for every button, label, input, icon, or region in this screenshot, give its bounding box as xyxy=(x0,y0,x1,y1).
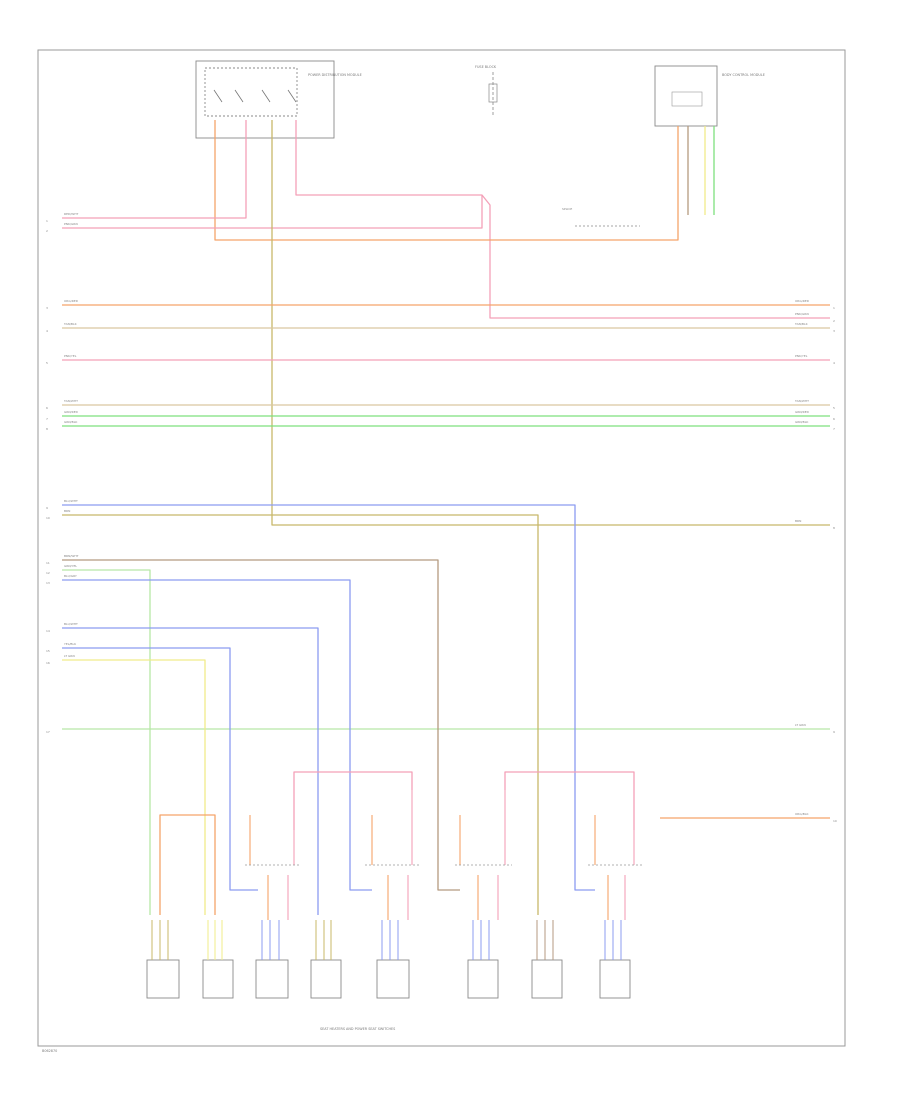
right-wire-label: ORG/BLK xyxy=(795,812,810,816)
wire-blue-c xyxy=(62,627,319,915)
switch-cluster-4 xyxy=(588,815,642,920)
wire-orange-fuse xyxy=(214,120,679,241)
left-wire-label: LT GRN xyxy=(64,654,75,658)
top-center-fuse-label: FUSE BLOCK xyxy=(475,65,497,69)
left-wire-label: BLU/WHT xyxy=(64,622,78,626)
right-terminal-number: 9 xyxy=(833,730,835,734)
wire-pink-feed xyxy=(295,120,830,319)
right-wire-label: ORG/RED xyxy=(795,299,810,303)
left-terminal-number: 15 xyxy=(46,649,50,653)
right-wire-label: LT GRN xyxy=(795,723,806,727)
left-wire-label: PNK/YEL xyxy=(64,354,77,358)
wire-orange-switch xyxy=(159,814,216,915)
wire-blue-b xyxy=(62,579,372,891)
bottom-connectors xyxy=(146,920,631,999)
wire-green-c xyxy=(62,569,151,915)
left-wire-label: GRN/YEL xyxy=(64,564,77,568)
right-wire-label: GRN/BLK xyxy=(795,420,809,424)
left-terminal-number: 10 xyxy=(46,516,50,520)
wire-pink-left xyxy=(62,120,247,219)
left-wire-label: RED/WHT xyxy=(64,212,79,216)
right-terminals: 1 2 3 4 5 6 7 8 9 10 xyxy=(833,306,837,823)
wire-blue-d xyxy=(62,647,258,891)
right-terminal-number: 10 xyxy=(833,819,837,823)
right-wire-label: GRN/RED xyxy=(795,410,810,414)
switch-cluster-2 xyxy=(365,790,420,920)
right-wire-label: PNK/YEL xyxy=(795,354,808,358)
left-wire-label: BLU/GRY xyxy=(64,574,77,578)
left-terminal-number: 17 xyxy=(46,730,50,734)
splice-label: SPLICE xyxy=(562,207,572,211)
top-left-module-label: POWER DISTRIBUTION MODULE xyxy=(308,73,362,77)
left-terminal-number: 16 xyxy=(46,661,50,665)
left-terminal-number: 11 xyxy=(46,561,50,565)
left-wire-label: TAN/WHT xyxy=(63,399,78,403)
top-center-fuse: FUSE BLOCK xyxy=(475,65,498,116)
top-left-module: POWER DISTRIBUTION MODULE xyxy=(195,60,362,139)
left-terminal-number: 6 xyxy=(46,406,48,410)
wire-pink-bridge-2 xyxy=(504,771,635,830)
left-terminal-number: 2 xyxy=(46,229,48,233)
wire-olive-main xyxy=(271,120,830,526)
right-wire-label: PNK/GRN xyxy=(795,312,809,316)
left-wire-label: BRN/WHT xyxy=(64,554,79,558)
top-right-module: BODY CONTROL MODULE xyxy=(654,65,765,127)
wire-blue-a xyxy=(62,504,595,891)
left-wire-label: BLU/WHT xyxy=(64,499,78,503)
diagram-frame xyxy=(37,49,846,1047)
left-terminal-number: 3 xyxy=(46,306,48,310)
right-terminal-number: 2 xyxy=(833,319,835,323)
right-terminal-number: 1 xyxy=(833,306,835,310)
right-terminal-number: 5 xyxy=(833,406,835,410)
wire-brown xyxy=(62,559,460,891)
right-terminal-number: 4 xyxy=(833,361,835,365)
left-wire-label: PNK/GRN xyxy=(64,222,78,226)
left-wire-labels: RED/WHT PNK/GRN ORG/RED TAN/BLK PNK/YEL TAN/W… xyxy=(63,212,79,658)
right-wire-label: TAN/WHT xyxy=(794,399,809,403)
left-wire-label: GRN/RED xyxy=(64,410,79,414)
left-terminal-number: 12 xyxy=(46,571,50,575)
right-wire-label: TAN/BLK xyxy=(794,322,809,326)
left-terminal-number: 9 xyxy=(46,506,48,510)
right-terminal-number: 6 xyxy=(833,417,835,421)
switch-cluster-3 xyxy=(455,790,512,920)
left-terminal-number: 5 xyxy=(46,361,48,365)
left-terminal-number: 8 xyxy=(46,427,48,431)
right-wire-label: BRN xyxy=(795,519,801,523)
left-terminal-number: 7 xyxy=(46,417,48,421)
wire-pink-bridge xyxy=(293,771,413,830)
wire-yellow xyxy=(62,659,206,915)
left-terminal-number: 13 xyxy=(46,581,50,585)
left-terminal-number: 4 xyxy=(46,329,48,333)
left-wire-label: TAN/BLK xyxy=(63,322,78,326)
left-wire-label: ORG/RED xyxy=(64,299,79,303)
left-wire-label: BRN xyxy=(64,509,70,513)
footer-code: B062870 xyxy=(42,1049,57,1053)
left-terminal-number: 14 xyxy=(46,629,50,633)
right-terminal-number: 7 xyxy=(833,427,835,431)
left-terminal-number: 1 xyxy=(46,219,48,223)
wire-pink-left-2 xyxy=(62,195,483,229)
left-wire-label: GRN/BLK xyxy=(64,420,78,424)
right-wire-labels: ORG/RED PNK/GRN TAN/BLK PNK/YEL TAN/WHT GRN/R… xyxy=(794,299,810,816)
wire-olive-b xyxy=(62,514,539,915)
top-right-module-label: BODY CONTROL MODULE xyxy=(722,73,765,77)
bottom-caption: SEAT HEATERS AND POWER SEAT SWITCHES xyxy=(320,1027,395,1031)
right-terminal-number: 8 xyxy=(833,526,835,530)
switch-cluster-1 xyxy=(245,815,300,920)
left-wire-label: YEL/BLK xyxy=(64,642,77,646)
right-terminal-number: 3 xyxy=(833,329,835,333)
